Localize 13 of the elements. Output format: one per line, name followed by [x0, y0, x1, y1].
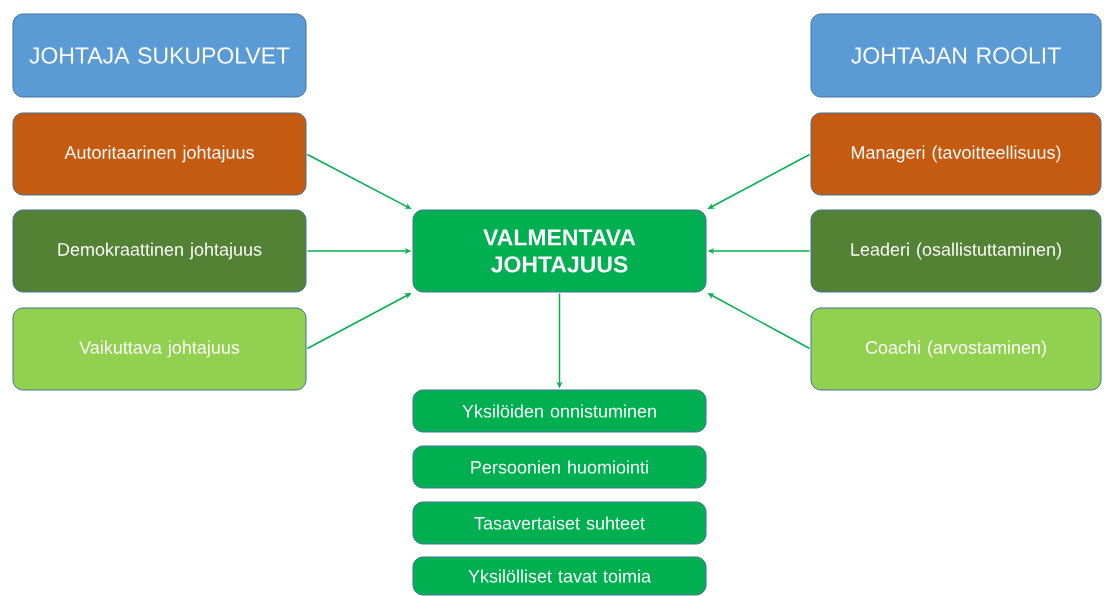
heading-box: JOHTAJA SUKUPOLVET	[12, 13, 307, 98]
category-box: Leaderi (osallistuttaminen)	[810, 209, 1102, 293]
heading-box: JOHTAJAN ROOLIT	[810, 13, 1102, 98]
result-box: Persoonien huomiointi	[412, 445, 707, 489]
category-box: Coachi (arvostaminen)	[810, 307, 1102, 391]
result-box: Yksilölliset tavat toimia	[412, 556, 707, 596]
category-box: Demokraattinen johtajuus	[12, 209, 307, 293]
category-box: Manageri (tavoitteellisuus)	[810, 112, 1102, 196]
result-box: Tasavertaiset suhteet	[412, 501, 707, 545]
category-box: Vaikuttava johtajuus	[12, 307, 307, 391]
category-box: Autoritaarinen johtajuus	[12, 112, 307, 196]
result-box: Yksilöiden onnistuminen	[412, 389, 707, 433]
central-box: VALMENTAVA JOHTAJUUS	[412, 209, 707, 293]
